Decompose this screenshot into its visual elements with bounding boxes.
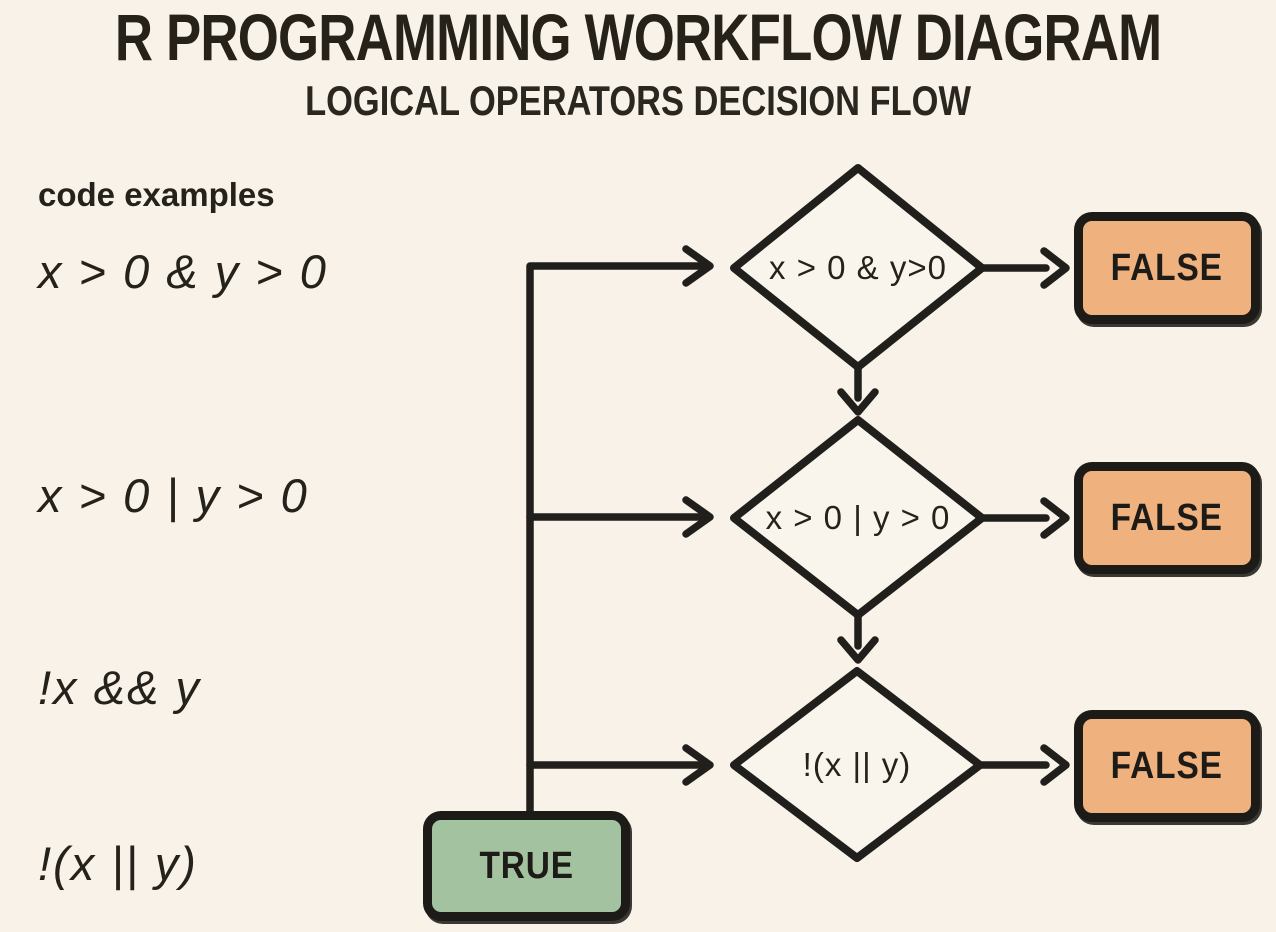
true-node: TRUE [423, 811, 630, 921]
true-node-label: TRUE [479, 844, 574, 887]
code-example-and: x > 0 & y > 0 [38, 245, 328, 298]
false-node-1-label: FALSE [1110, 246, 1224, 289]
connector-true-to-diamond-1 [526, 262, 708, 816]
decision-label-1: x > 0 & y>0 [769, 249, 947, 286]
diagram-subheader: LOGICAL OPERATORS DECISION FLOW [0, 80, 1276, 122]
arrowhead-into-false-3 [1040, 744, 1070, 786]
diagram-header: R PROGRAMMING WORKFLOW DIAGRAM [0, 4, 1276, 70]
arrowhead-into-diamond-1 [682, 245, 714, 287]
arrowhead-into-false-1 [1040, 247, 1070, 289]
code-example-not-or: !(x || y) [38, 837, 198, 890]
page-title: R PROGRAMMING WORKFLOW DIAGRAM [114, 0, 1162, 74]
code-example-or: x > 0 | y > 0 [38, 469, 309, 522]
arrowhead-into-diamond-2 [682, 496, 714, 538]
false-node-1: FALSE [1074, 212, 1260, 324]
arrowhead-diamond-2-to-3 [837, 636, 879, 664]
false-node-2: FALSE [1074, 462, 1260, 574]
decision-diamond-3 [730, 667, 984, 862]
false-node-3-label: FALSE [1110, 744, 1224, 787]
decision-label-3: !(x || y) [802, 746, 912, 783]
false-node-3: FALSE [1074, 710, 1260, 822]
arrowhead-into-false-2 [1040, 497, 1070, 539]
false-node-2-label: FALSE [1110, 496, 1224, 539]
arrowhead-into-diamond-3 [682, 744, 714, 786]
arrowhead-diamond-1-to-2 [837, 388, 879, 416]
page-subtitle: LOGICAL OPERATORS DECISION FLOW [305, 77, 971, 124]
code-example-not-and: !x && y [38, 661, 201, 714]
decision-label-2: x > 0 | y > 0 [765, 499, 951, 536]
code-examples-heading: code examples [38, 176, 275, 213]
